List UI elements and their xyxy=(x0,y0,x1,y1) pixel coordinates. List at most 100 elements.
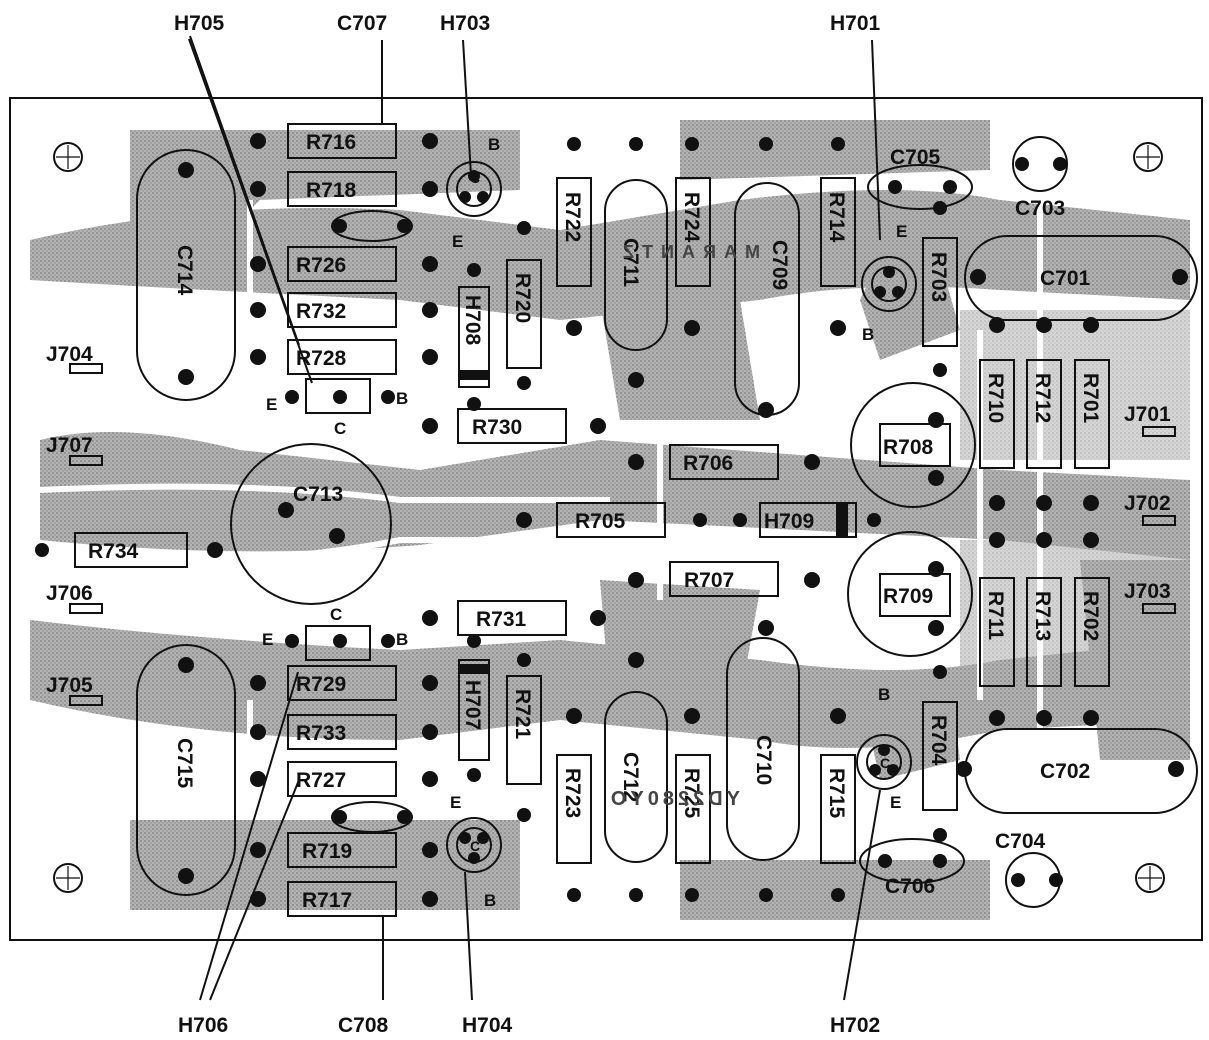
silkscreen-code: YD2280YO xyxy=(607,788,740,810)
label-r704: R704 xyxy=(927,715,950,766)
label-r714: R714 xyxy=(825,192,848,243)
callout-h703: H703 xyxy=(440,12,490,35)
label-c703: C703 xyxy=(1015,197,1065,220)
label-j705: J705 xyxy=(46,674,93,697)
mounting-hole xyxy=(1133,142,1163,172)
label-c714: C714 xyxy=(173,245,196,296)
label-j703: J703 xyxy=(1124,580,1171,603)
label-j702: J702 xyxy=(1124,492,1171,515)
capacitor-labels: C714 C715 C713 C711 C709 C712 C710 C701 … xyxy=(173,146,1091,898)
label-j706: J706 xyxy=(46,582,93,605)
resistor-labels-vertical: R722 R724 R714 R703 R720 R710 R712 R701 … xyxy=(511,192,1102,819)
pin-labels: B C E E C B E B C C E B E C B B C E xyxy=(262,135,907,910)
label-r716: R716 xyxy=(306,131,356,154)
label-r718: R718 xyxy=(306,179,357,202)
callout-h704: H704 xyxy=(462,1014,513,1037)
pin-c-h704: C xyxy=(470,838,480,854)
pin-b-h703: B xyxy=(488,135,500,154)
callouts-top: H705 C707 H703 H701 xyxy=(174,12,881,35)
pin-b-h702: B xyxy=(878,685,890,704)
mounting-holes xyxy=(53,142,1165,893)
pin-c-q1: C xyxy=(334,419,346,438)
pin-e-h702: E xyxy=(890,793,901,812)
label-r717: R717 xyxy=(302,889,352,912)
label-c710: C710 xyxy=(752,735,775,785)
label-r706: R706 xyxy=(683,452,733,475)
callout-h702: H702 xyxy=(830,1014,880,1037)
label-r721: R721 xyxy=(511,689,534,740)
label-c701: C701 xyxy=(1040,267,1091,290)
label-r710: R710 xyxy=(984,373,1007,423)
diode-bands xyxy=(459,370,848,674)
pin-b-q1: B xyxy=(396,389,408,408)
label-r727: R727 xyxy=(296,769,346,792)
pin-b-q2: B xyxy=(396,630,408,649)
pin-c-q2: C xyxy=(330,605,342,624)
label-r724: R724 xyxy=(680,192,703,243)
label-h707: H707 xyxy=(461,680,484,730)
label-r703: R703 xyxy=(927,252,950,302)
pin-c-h703: C xyxy=(470,170,480,186)
label-h709: H709 xyxy=(764,510,814,533)
mounting-hole xyxy=(53,863,83,893)
jack-labels: J704 J707 J706 J705 J701 J702 J703 xyxy=(46,343,1171,697)
label-r734: R734 xyxy=(88,540,139,563)
label-r712: R712 xyxy=(1031,373,1054,423)
mounting-hole xyxy=(1135,863,1165,893)
label-r702: R702 xyxy=(1079,591,1102,641)
label-r709: R709 xyxy=(883,585,933,608)
label-c713: C713 xyxy=(293,483,343,506)
resistor-labels-horizontal: R716 R718 R726 R732 R728 R730 R734 R731 … xyxy=(88,131,934,912)
label-r732: R732 xyxy=(296,300,346,323)
callout-c708: C708 xyxy=(338,1014,389,1037)
callout-c707: C707 xyxy=(337,12,387,35)
label-r701: R701 xyxy=(1079,373,1102,424)
label-r728: R728 xyxy=(296,347,347,370)
label-r708: R708 xyxy=(883,436,934,459)
callout-leaders xyxy=(188,35,881,1001)
label-r715: R715 xyxy=(825,768,848,819)
label-r731: R731 xyxy=(476,608,527,631)
callout-h701: H701 xyxy=(830,12,881,35)
callout-h705: H705 xyxy=(174,12,225,35)
pin-c-h702: C xyxy=(880,755,890,771)
label-r730: R730 xyxy=(472,416,522,439)
solder-pads xyxy=(35,133,1188,907)
label-r733: R733 xyxy=(296,722,346,745)
callout-h706: H706 xyxy=(178,1014,228,1037)
label-r722: R722 xyxy=(561,192,584,242)
callouts-bottom: H706 C708 H704 H702 xyxy=(178,1014,880,1037)
pin-e-q1: E xyxy=(266,395,277,414)
pin-c-h701: C xyxy=(884,265,894,281)
label-r713: R713 xyxy=(1031,591,1054,641)
label-r725: R725 xyxy=(680,768,703,819)
pin-b-h701: B xyxy=(862,325,874,344)
pin-e-h701: E xyxy=(896,222,907,241)
label-r723: R723 xyxy=(561,768,584,818)
pin-e-h704: E xyxy=(450,793,461,812)
pin-b-h704: B xyxy=(484,891,496,910)
pin-e-h703: E xyxy=(452,232,463,251)
label-c709: C709 xyxy=(768,240,791,290)
label-r711: R711 xyxy=(984,591,1007,640)
silkscreen-maker: MARANTZ xyxy=(615,242,760,262)
label-r720: R720 xyxy=(511,273,534,323)
label-r705: R705 xyxy=(575,510,626,533)
mounting-hole xyxy=(53,142,83,172)
label-c705: C705 xyxy=(890,146,941,169)
silkscreen-text: MARANTZ YD2280YO xyxy=(607,242,760,810)
label-c711: C711 xyxy=(619,238,642,287)
label-c715: C715 xyxy=(173,738,196,789)
label-r726: R726 xyxy=(296,254,346,277)
pin-e-q2: E xyxy=(262,630,273,649)
label-r719: R719 xyxy=(302,840,352,863)
label-r729: R729 xyxy=(296,673,346,696)
label-c706: C706 xyxy=(885,875,935,898)
label-h708: H708 xyxy=(461,295,484,346)
label-r707: R707 xyxy=(684,569,734,592)
label-c712: C712 xyxy=(619,752,642,802)
label-j707: J707 xyxy=(46,434,93,457)
label-c704: C704 xyxy=(995,830,1046,853)
label-c702: C702 xyxy=(1040,760,1090,783)
